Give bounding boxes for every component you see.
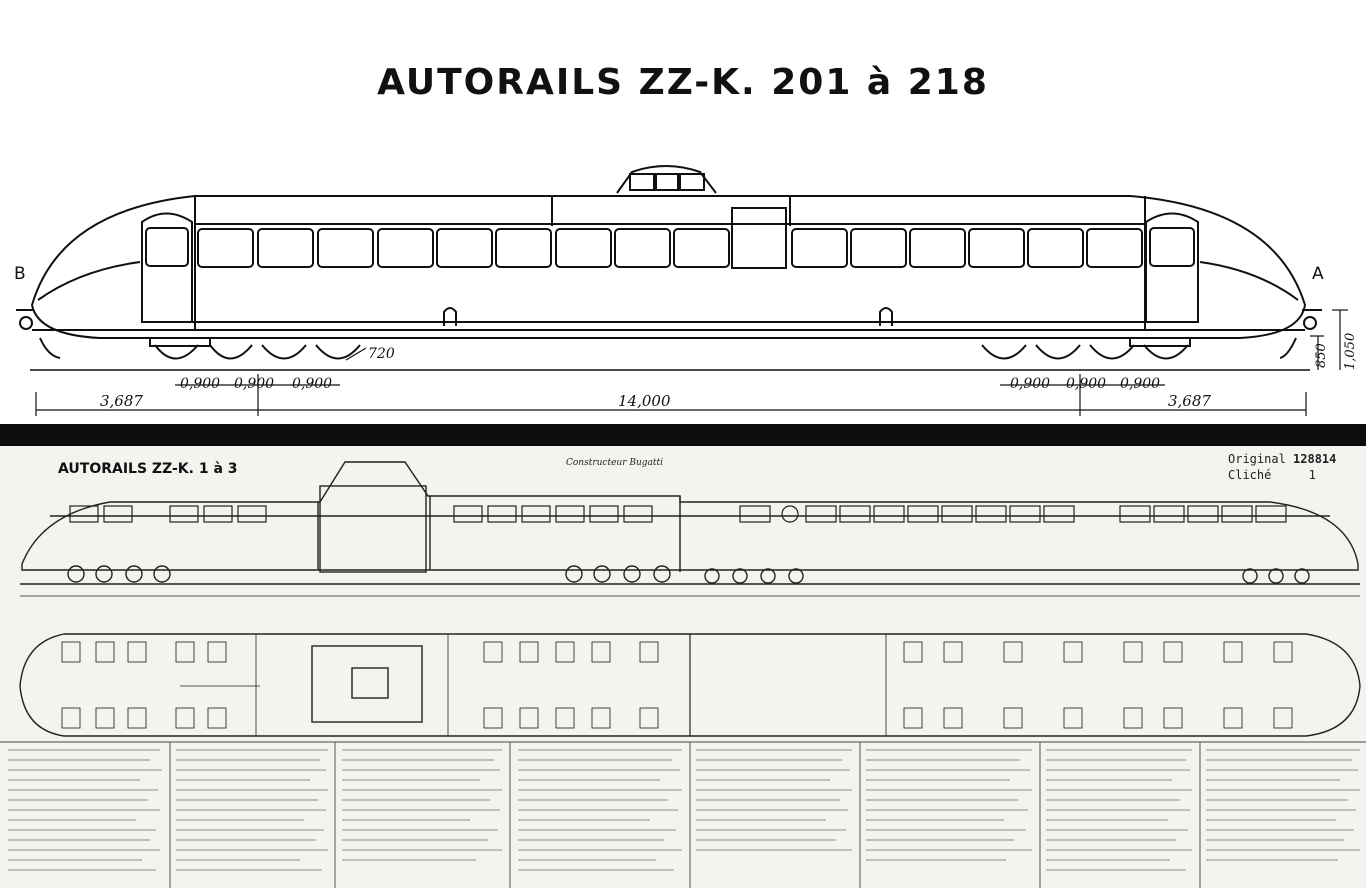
railcar-side-elevation	[16, 165, 1348, 416]
constructor-note: Constructeur Bugatti	[566, 458, 664, 468]
wheelbase-dim: 14,000	[618, 392, 671, 410]
passenger-window	[257, 228, 314, 268]
plan-seats	[61, 641, 1293, 729]
cupola-window	[655, 173, 679, 191]
spec-handwriting	[8, 749, 1360, 871]
section-windows	[69, 505, 1287, 523]
section-wheels	[20, 565, 1360, 597]
total-height-dim: 1,050	[1343, 332, 1358, 370]
cupola-window	[629, 173, 655, 191]
wheel-diameter-dim: 720	[368, 346, 395, 362]
passenger-window	[197, 228, 254, 268]
bogie-right	[981, 337, 1191, 360]
spec-table-frame	[0, 741, 1366, 888]
bogie-spacing-dim: 0,900	[1010, 376, 1051, 392]
original-stamp: Original 128814	[1228, 452, 1336, 466]
side-handle	[879, 307, 893, 326]
drawing-subtitle: AUTORAILS ZZ-K. 1 à 3	[58, 461, 238, 477]
overhang-left-dim: 3,687	[100, 392, 143, 410]
passenger-window	[555, 228, 612, 268]
passenger-window	[377, 228, 434, 268]
cliche-label: Cliché	[1228, 468, 1272, 482]
passenger-window	[909, 228, 966, 268]
plan-outline	[19, 633, 1361, 737]
railcar-plan-and-section	[0, 461, 1366, 888]
centre-door	[731, 207, 787, 269]
bogie-spacing-dim: 0,900	[1066, 376, 1107, 392]
end-a-label: A	[1312, 264, 1324, 284]
buffer-right	[1303, 316, 1317, 330]
bogie-spacing-dim: 0,900	[292, 376, 333, 392]
bogie-left	[149, 337, 361, 360]
overhang-right-dim: 3,687	[1168, 392, 1211, 410]
original-number: 128814	[1293, 452, 1337, 466]
bogie-spacing-dim: 0,900	[234, 376, 275, 392]
drawing-title: AUTORAILS ZZ-K. 201 à 218	[377, 62, 989, 103]
engine-compartment	[319, 485, 427, 573]
sheet-divider	[0, 424, 1366, 446]
cupola-window	[679, 173, 705, 191]
original-label: Original	[1228, 452, 1286, 466]
passenger-windows	[197, 228, 1143, 268]
passenger-window	[850, 228, 907, 268]
passenger-window	[1027, 228, 1084, 268]
bottom-drawing-sheet: AUTORAILS ZZ-K. 1 à 3 Constructeur Bugat…	[0, 446, 1366, 888]
cab-window-left	[145, 227, 189, 267]
passenger-window	[436, 228, 493, 268]
roof-cupola	[616, 165, 717, 194]
body-outline	[30, 195, 1307, 339]
bogie-spacing-dim: 0,900	[180, 376, 221, 392]
passenger-window	[673, 228, 730, 268]
top-drawing-sheet: AUTORAILS ZZ-K. 201 à 218	[0, 0, 1366, 424]
cab-window-right	[1149, 227, 1195, 267]
passenger-window	[317, 228, 374, 268]
cab-door-left	[141, 212, 193, 323]
dimension-lines	[35, 309, 1348, 416]
passenger-window	[495, 228, 552, 268]
floor-height-dim: 850	[1314, 343, 1329, 368]
plan-engine-room	[311, 645, 423, 723]
passenger-window	[791, 228, 848, 268]
cab-door-right	[1145, 212, 1199, 323]
passenger-window	[1086, 228, 1143, 268]
cliche-number: 1	[1308, 468, 1316, 482]
end-b-label: B	[14, 264, 26, 284]
bogie-spacing-dim: 0,900	[1120, 376, 1161, 392]
passenger-window	[614, 228, 671, 268]
side-handle	[443, 307, 457, 326]
buffer-left	[19, 316, 33, 330]
passenger-window	[968, 228, 1025, 268]
cliche-stamp: Cliché 1	[1228, 468, 1316, 482]
